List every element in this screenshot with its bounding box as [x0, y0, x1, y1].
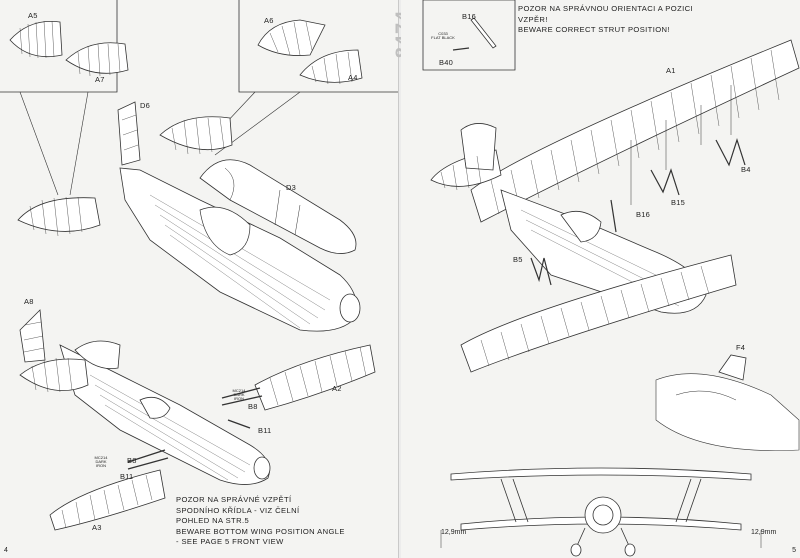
dimension-right: 12,9mm [751, 529, 777, 536]
part-a1-upper-wing [471, 40, 799, 222]
part-label-a2: A2 [332, 384, 342, 393]
leader-line [70, 92, 88, 195]
part-d3-cowling [200, 160, 356, 254]
inset-paint-tag: C033 FLAT BLACK [431, 31, 455, 40]
left-page-drawing [0, 0, 398, 558]
upper-fuselage [120, 168, 360, 331]
part-label-b5: B5 [513, 255, 523, 264]
right-inset-border [239, 0, 398, 92]
part-a4-rudder [300, 50, 362, 84]
right-page-drawing [401, 0, 800, 558]
part-label-b16: B16 [636, 210, 650, 219]
lower-stabilizers [20, 341, 120, 392]
part-label-d6: D6 [140, 101, 150, 110]
part-label-a1: A1 [666, 66, 676, 75]
part-label-b4: B4 [741, 165, 751, 174]
inset-label-b16: B16 [462, 12, 476, 21]
part-label-b11-upper: B11 [258, 426, 272, 435]
part-d6 [118, 102, 140, 165]
strut-inset-frame [423, 0, 515, 70]
front-view [441, 468, 761, 556]
page-right: POZOR NA SPRÁVNOU ORIENTACI A POZICI VZP… [401, 0, 800, 558]
right-struts [531, 85, 745, 285]
right-warning-note: POZOR NA SPRÁVNOU ORIENTACI A POZICI VZP… [518, 4, 694, 35]
struts-upper [222, 388, 262, 428]
part-label-d3: D3 [286, 183, 296, 192]
part-f4-canopy [656, 355, 799, 451]
upper-stabilizer-left [18, 197, 100, 236]
part-label-b15: B15 [671, 198, 685, 207]
part-label-a4: A4 [348, 73, 358, 82]
paint-tag-lower: MC214 DARK IRON [94, 455, 108, 468]
right-lower-wing [461, 255, 736, 372]
inset-strut [453, 18, 496, 50]
part-a8-rudder [20, 310, 45, 362]
left-warning-note: POZOR NA SPRÁVNÉ VZPĚTÍ SPODNÍHO KŘÍDLA … [176, 495, 345, 547]
page-number-left: 4 [4, 547, 8, 554]
leader-line [20, 92, 58, 195]
part-label-a3: A3 [92, 523, 102, 532]
part-label-a6: A6 [264, 16, 274, 25]
struts-lower [128, 450, 168, 469]
dimension-left: 12,9mm [441, 529, 467, 536]
part-a2-wing [255, 345, 375, 410]
part-a5-elevator [10, 21, 62, 58]
right-tail [431, 123, 501, 190]
part-label-f4: F4 [736, 343, 746, 352]
part-label-a8: A8 [24, 297, 34, 306]
left-inset-border [0, 0, 117, 92]
part-a7-elevator [66, 43, 128, 76]
part-a6-rudder [258, 20, 325, 56]
part-label-b11-lower: B11 [120, 472, 134, 481]
part-label-a5: A5 [28, 11, 38, 20]
part-a3-wing [50, 470, 165, 530]
page-left: A5 A7 A6 A4 D6 D3 A8 A2 B8 B11 B8 B11 A3… [0, 0, 399, 558]
part-label-a7: A7 [95, 75, 105, 84]
inset-label-b40: B40 [439, 58, 453, 67]
part-label-b8-upper: B8 [248, 402, 258, 411]
part-label-b8-lower: B8 [127, 456, 137, 465]
paint-tag-upper: MC214 DARK IRON [232, 388, 246, 401]
upper-stabilizer-right [160, 117, 232, 154]
lower-fuselage [60, 345, 270, 485]
page-number-right: 5 [792, 547, 796, 554]
